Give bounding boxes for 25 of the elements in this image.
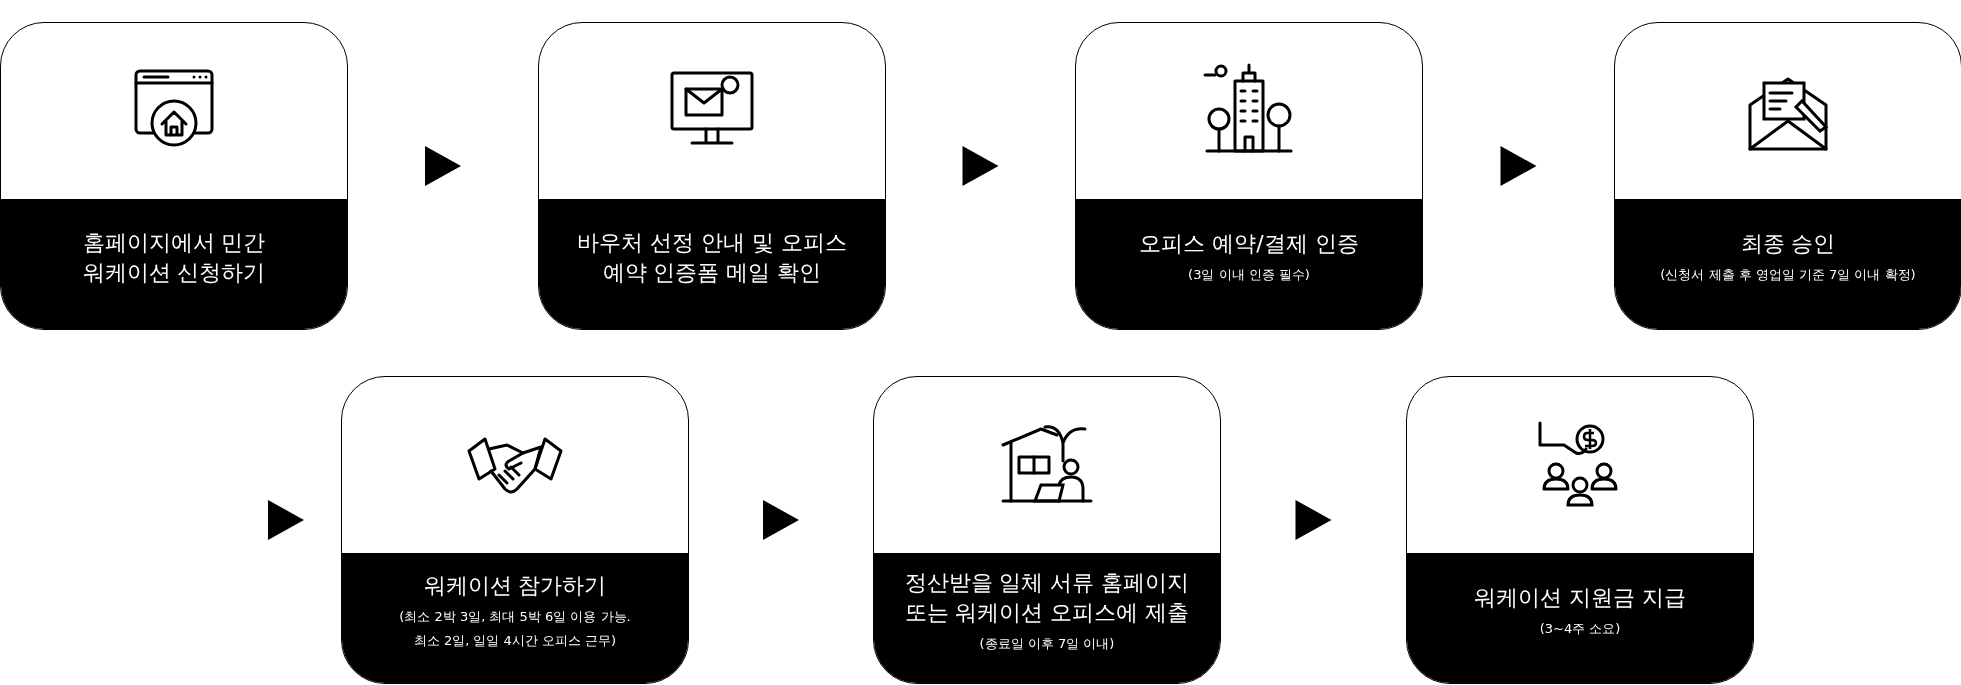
- step-title: 정산받을 일체 서류 홈페이지 또는 워케이션 오피스에 제출: [903, 569, 1191, 627]
- step-card: [538, 22, 886, 330]
- arrow: [1500, 146, 1537, 186]
- step-note: (3~4주 소요): [1539, 620, 1621, 638]
- step-title: 바우처 선정 안내 및 오피스 예약 인증폼 메일 확인: [576, 229, 848, 287]
- arrow: [1295, 500, 1332, 540]
- arrow: [763, 500, 799, 540]
- arrow: [425, 146, 461, 186]
- step-title: 오피스 예약/결제 인증: [1139, 230, 1359, 258]
- step-note: (최소 2박 3일, 최대 5박 6일 이용 가능. 최소 2일, 일일 4시간 오피스 근무): [398, 608, 632, 650]
- step-note: (3일 이내 인증 필수): [1188, 266, 1310, 284]
- arrow: [962, 146, 999, 186]
- step-title: 워케이션 지원금 지급: [1474, 584, 1686, 612]
- step-card: [1075, 22, 1423, 330]
- step-note: (신청서 제출 후 영업일 기준 7일 이내 확정): [1660, 266, 1916, 284]
- step-card: [1406, 376, 1754, 684]
- step-card: [873, 376, 1221, 684]
- step-card: [0, 22, 348, 330]
- arrow: [268, 500, 304, 540]
- step-card: [1614, 22, 1961, 330]
- step-title: 최종 승인: [1740, 230, 1836, 258]
- step-title: 워케이션 참가하기: [423, 572, 607, 600]
- step-note: (종료일 이후 7일 이내): [979, 635, 1115, 653]
- step-title: 홈페이지에서 민간 워케이션 신청하기: [81, 229, 267, 287]
- step-card: [341, 376, 689, 684]
